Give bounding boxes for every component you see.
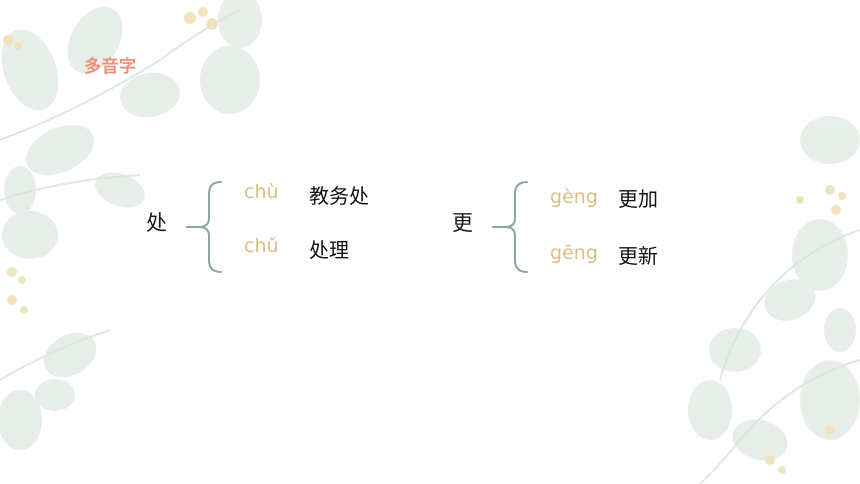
polyphonic-character: 处 xyxy=(146,211,167,235)
example-word: 更加 xyxy=(618,187,658,211)
polyphonic-character: 更 xyxy=(452,211,473,235)
pinyin-reading: gèng xyxy=(550,186,598,208)
left-brace xyxy=(186,181,222,273)
page-title: 多音字 xyxy=(84,57,137,77)
left-brace xyxy=(492,181,528,273)
example-word: 处理 xyxy=(309,238,349,262)
pinyin-reading: chù xyxy=(244,181,279,203)
example-word: 教务处 xyxy=(309,184,369,208)
example-word: 更新 xyxy=(618,244,658,268)
pinyin-reading: gēng xyxy=(550,242,598,264)
pinyin-reading: chǔ xyxy=(244,235,279,257)
